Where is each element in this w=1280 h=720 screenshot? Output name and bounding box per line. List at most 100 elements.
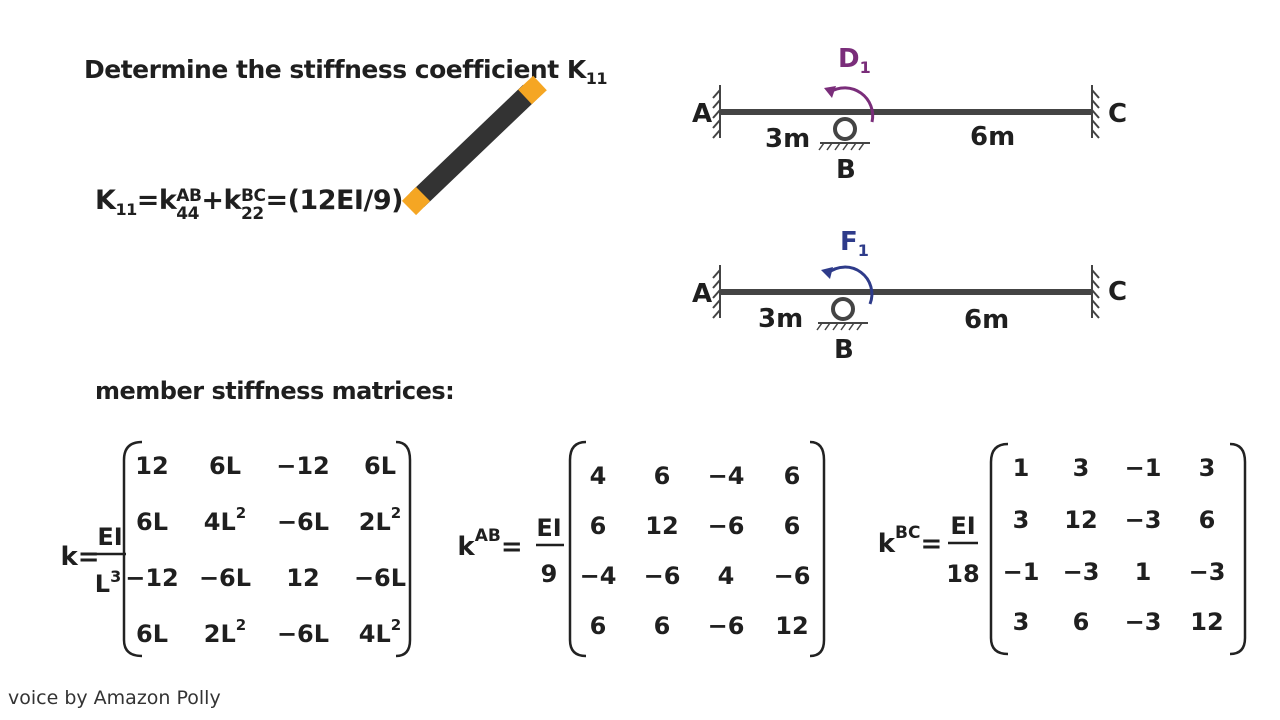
matrix-cell: 12 <box>286 564 319 592</box>
matrix-cell: 6L <box>364 452 396 480</box>
moment-label-f: F1 <box>840 227 869 260</box>
frac-num: EI <box>97 523 122 551</box>
pencil-icon <box>401 75 547 216</box>
fixed-support-c <box>1091 265 1100 319</box>
title-subscript: 11 <box>585 69 608 88</box>
span-ab: 3m <box>758 304 803 334</box>
matrix-cell: 3 <box>1013 608 1030 636</box>
matrix-cell: −3 <box>1063 558 1100 586</box>
label-a: A <box>692 99 712 129</box>
roller-support-b <box>816 297 868 331</box>
matrix-cell: 6 <box>784 462 801 490</box>
matrix-cell: −12 <box>276 452 330 480</box>
label-c: C <box>1108 277 1127 307</box>
matrix-cell: 12 <box>775 612 808 640</box>
matrix-cell: 3 <box>1013 506 1030 534</box>
matrix-cell: 6 <box>784 512 801 540</box>
matrix-cell: −4 <box>708 462 745 490</box>
matrix-cell: 6 <box>654 462 671 490</box>
bracket-left <box>122 440 143 658</box>
bracket-right <box>395 440 412 658</box>
matrix-cell: 6 <box>654 612 671 640</box>
equation-plus: +k <box>201 185 242 216</box>
matrix-cell: 12 <box>135 452 168 480</box>
pencil-eraser <box>518 75 547 105</box>
term2-sub: 22 <box>241 204 264 224</box>
matrix-cell: 12 <box>1064 506 1097 534</box>
matrix-cell: 6L <box>136 508 168 536</box>
equation-rhs: =(12EI/9)+ <box>265 185 426 216</box>
matrix-cell: −3 <box>1125 608 1162 636</box>
label-a: A <box>692 279 712 309</box>
matrix-cell: −3 <box>1189 558 1226 586</box>
member-heading: member stiffness matrices: <box>95 377 455 405</box>
span-bc: 6m <box>970 122 1015 152</box>
span-ab: 3m <box>765 124 810 154</box>
voice-credit: voice by Amazon Polly <box>8 687 221 709</box>
beam-diagram-bottom: F1 A C B 3m 6m <box>692 227 1127 365</box>
prefix-k-ab: kAB= <box>457 526 522 562</box>
bracket-left-bc <box>989 442 1009 656</box>
matrix-cell: 12 <box>645 512 678 540</box>
matrix-cell: −4 <box>580 562 617 590</box>
matrix-cell: −1 <box>1125 454 1162 482</box>
label-c: C <box>1108 99 1127 129</box>
matrix-cell: −3 <box>1125 506 1162 534</box>
matrix-cell: 1 <box>1135 558 1152 586</box>
matrix-cell: −6L <box>354 564 406 592</box>
moment-label-d: D1 <box>838 44 871 77</box>
matrix-cell: 6 <box>1199 506 1216 534</box>
moment-arrow-f1 <box>821 265 874 305</box>
matrix-cell: −12 <box>125 564 179 592</box>
frac-den-ab: 9 <box>541 560 558 588</box>
roller-support-b <box>818 117 870 151</box>
equation-lhs: K11 <box>95 185 137 219</box>
matrix-cell: 4 <box>590 462 607 490</box>
matrix-cell: −6 <box>708 612 745 640</box>
matrix-cell: 6 <box>1073 608 1090 636</box>
matrix-cell: 3 <box>1073 454 1090 482</box>
matrix-cell: 6L <box>209 452 241 480</box>
lhs-symbol: K <box>95 185 116 216</box>
prefix-k-bc: kBC= <box>878 523 943 559</box>
lhs-subscript: 11 <box>115 200 137 219</box>
matrix-cell: −6L <box>277 508 329 536</box>
title-text: Determine the stiffness coefficient K <box>84 55 586 84</box>
label-b: B <box>834 335 854 365</box>
matrix-cell: 4L2 <box>359 616 401 648</box>
matrix-cell: −6L <box>277 620 329 648</box>
label-b: B <box>836 155 856 185</box>
matrix-cell: 12 <box>1190 608 1223 636</box>
matrix-cell: −6 <box>708 512 745 540</box>
matrix-cell: −6L <box>199 564 251 592</box>
matrix-cell: 1 <box>1013 454 1030 482</box>
fixed-support-a <box>712 265 721 319</box>
matrix-cell: 3 <box>1199 454 1216 482</box>
pencil-tip <box>401 186 431 216</box>
pencil-body <box>410 84 537 208</box>
matrix-cell: −6 <box>644 562 681 590</box>
frac-num-bc: EI <box>950 512 975 540</box>
matrix-cell: 4L2 <box>204 504 246 536</box>
bracket-right-bc <box>1229 442 1247 656</box>
matrix-cell: −6 <box>774 562 811 590</box>
matrix-cell: 2L2 <box>359 504 401 536</box>
matrix-cell: −1 <box>1003 558 1040 586</box>
matrix-cell: 2L2 <box>204 616 246 648</box>
moment-arrow-d1 <box>824 86 875 123</box>
term1-sub: 44 <box>176 204 199 224</box>
fixed-support-a <box>712 85 721 139</box>
span-bc: 6m <box>964 305 1009 335</box>
frac-den: L3 <box>95 567 121 598</box>
matrix-cell: 6 <box>590 512 607 540</box>
matrix-cell: 4 <box>718 562 735 590</box>
term1-sup: AB <box>176 186 202 206</box>
frac-num-ab: EI <box>536 514 561 542</box>
